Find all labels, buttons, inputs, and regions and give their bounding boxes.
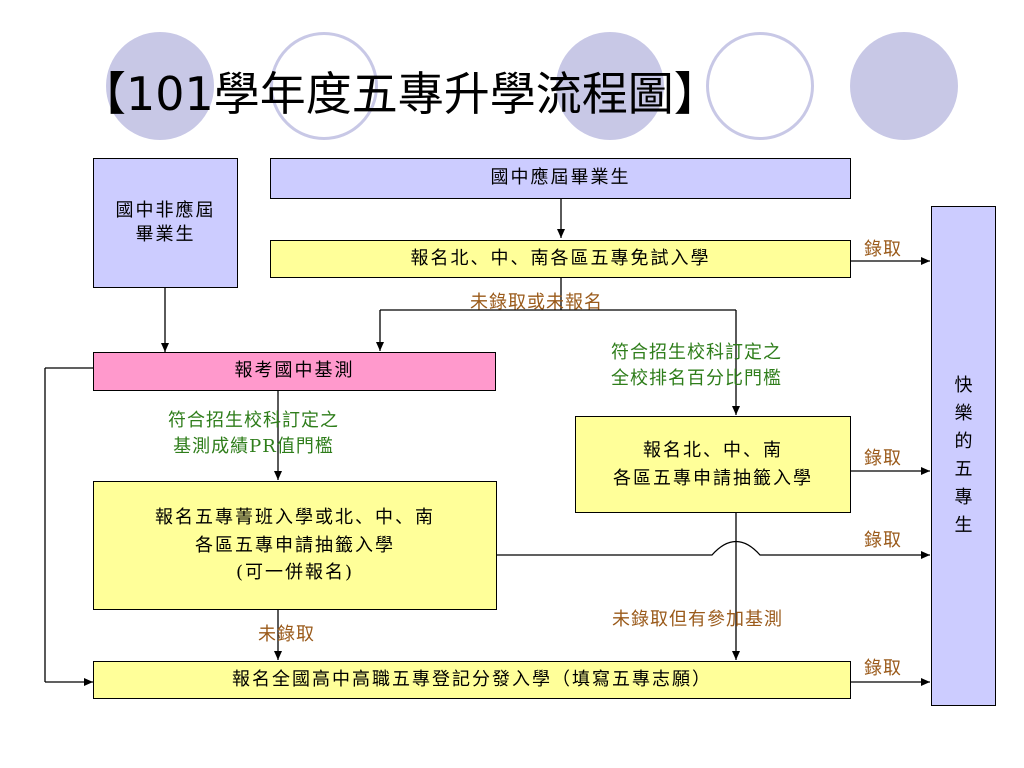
criteria-rank-label: 符合招生校科訂定之 全校排名百分比門檻 (611, 340, 782, 392)
elite-apply-line2: 各區五專申請抽籤入學 (195, 534, 395, 556)
not-admitted-but-tested-label: 未錄取但有參加基測 (612, 609, 783, 630)
non-graduate-label: 國中非應屆畢業生 (115, 200, 216, 246)
admitted-label-2: 錄取 (864, 448, 902, 469)
happy-char-2: 樂 (954, 403, 973, 425)
lottery-apply-line1: 報名北、中、南 (643, 439, 783, 461)
happy-student-box: 快 樂 的 五 專 生 (931, 206, 996, 706)
decor-circle-4 (706, 32, 814, 140)
decor-circle-5 (850, 32, 958, 140)
lottery-apply-box: 報名北、中、南 各區五專申請抽籤入學 (575, 416, 851, 513)
happy-char-5: 專 (954, 486, 973, 508)
criteria-rank-line2: 全校排名百分比門檻 (611, 368, 782, 390)
criteria-pr-label: 符合招生校科訂定之 基測成績PR值門檻 (168, 408, 339, 460)
basic-test-box: 報考國中基測 (93, 352, 496, 391)
graduate-box: 國中應屆畢業生 (270, 158, 851, 199)
lottery-apply-line2: 各區五專申請抽籤入學 (613, 467, 813, 489)
decor-circle-2 (270, 32, 378, 140)
admitted-label-1: 錄取 (864, 239, 902, 260)
decor-circle-3 (556, 32, 664, 140)
criteria-pr-line2: 基測成績PR值門檻 (173, 436, 334, 458)
not-admitted-label: 未錄取 (258, 624, 315, 645)
graduate-label: 國中應屆畢業生 (490, 167, 631, 189)
criteria-pr-line1: 符合招生校科訂定之 (168, 410, 339, 431)
decor-circle-1 (106, 32, 214, 140)
not-admitted-or-not-applied-label: 未錄取或未報名 (470, 292, 603, 313)
page-title: 【101學年度五專升學流程圖】 (80, 67, 720, 121)
happy-char-3: 的 (954, 431, 973, 453)
registration-box: 報名全國高中高職五專登記分發入學（填寫五專志願） (93, 661, 851, 699)
admitted-label-3: 錄取 (864, 530, 902, 551)
criteria-rank-line1: 符合招生校科訂定之 (611, 342, 782, 363)
exam-free-apply-label: 報名北、中、南各區五專免試入學 (410, 247, 711, 269)
basic-test-label: 報考國中基測 (234, 360, 355, 382)
elite-apply-box: 報名五專菁班入學或北、中、南 各區五專申請抽籤入學 (可一併報名) (93, 481, 497, 610)
happy-char-1: 快 (954, 375, 973, 397)
elite-apply-line1: 報名五專菁班入學或北、中、南 (155, 506, 435, 528)
happy-char-6: 生 (954, 514, 973, 536)
exam-free-apply-box: 報名北、中、南各區五專免試入學 (270, 240, 851, 278)
registration-label: 報名全國高中高職五專登記分發入學（填寫五專志願） (232, 668, 712, 690)
admitted-label-4: 錄取 (864, 658, 902, 679)
elite-apply-line3: (可一併報名) (235, 562, 355, 584)
happy-char-4: 五 (954, 459, 973, 480)
non-graduate-box: 國中非應屆畢業生 (93, 158, 238, 288)
